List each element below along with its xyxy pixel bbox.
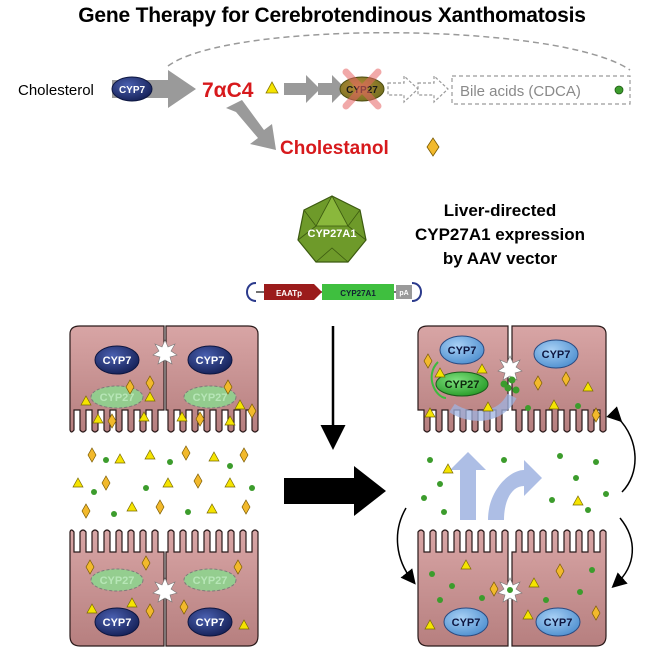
cyp27-label: CYP27 [100, 392, 135, 404]
right-panel-treated: CYP7 CYP27 CYP7 CYP7 CYP7 [396, 325, 636, 647]
cyp7-badge [187, 345, 233, 375]
cyp7-label: CYP7 [196, 617, 225, 629]
cyp7-label: CYP7 [542, 349, 571, 361]
cyp7-label: CYP7 [103, 617, 132, 629]
cyp27-badge [90, 568, 144, 592]
cross-icon [342, 68, 382, 110]
starburst-icon [152, 577, 178, 603]
cyp27-badge [435, 371, 489, 397]
blocked-arrow-2 [417, 74, 449, 104]
vector-desc-line3: by AAV vector [443, 249, 558, 268]
capsid-label: CYP27A1 [308, 228, 357, 240]
arrow-cyp7-step [112, 70, 196, 108]
right-molecules [421, 353, 609, 630]
hepatocyte [165, 325, 259, 433]
intermediate-label: 7αC4 [202, 79, 254, 102]
cyp7-badge [94, 345, 140, 375]
cyp7-label: CYP7 [452, 617, 481, 629]
arrow-to-cholestanol [226, 100, 276, 150]
transition-arrow [284, 466, 386, 516]
arrow-step-3 [318, 75, 346, 103]
hepatocyte [511, 529, 607, 647]
cyp7-badge [94, 607, 140, 637]
cyp7-badge-label: CYP7 [119, 85, 146, 96]
cyp27-label: CYP27 [193, 392, 228, 404]
promoter-label: EAATp [276, 289, 302, 298]
cyp27-label: CYP27 [100, 575, 135, 587]
cyp7-badge [439, 335, 485, 365]
triangle-icon [265, 81, 279, 94]
starburst-icon [152, 339, 178, 365]
diagram-title: Gene Therapy for Cerebrotendinous Xantho… [78, 4, 586, 27]
circulation-arrow [396, 507, 416, 585]
dot-icon [614, 85, 624, 95]
cyp7-label: CYP7 [196, 355, 225, 367]
capsid-icon [297, 195, 367, 263]
circulation-arrow [611, 517, 633, 589]
promoter-element [264, 284, 322, 300]
diamond-icon [426, 137, 440, 157]
conversion-arrow [430, 361, 447, 399]
cholesterol-label: Cholesterol [18, 82, 94, 99]
cyp7-badge [187, 607, 233, 637]
cyp7-label: CYP7 [448, 345, 477, 357]
bile-acids-label: Bile acids (CDCA) [460, 83, 581, 100]
cyp7-badge [535, 607, 581, 637]
cyp7-badge [443, 607, 489, 637]
hepatocyte [69, 325, 165, 433]
cyp27-badge [183, 568, 237, 592]
cyp7-enzyme-badge [111, 76, 153, 102]
arrow-step-2 [284, 75, 320, 103]
left-panel-untreated: CYP7 CYP7 CYP27 CYP27 CYP27 CYP27 CYP7 C… [69, 325, 259, 647]
transport-arrow [449, 393, 517, 421]
uptake-arrow [450, 452, 486, 520]
cyp7-badge [533, 339, 579, 369]
efflux-arrow [488, 460, 542, 520]
gene-element [322, 284, 394, 300]
cyp27-label: CYP27 [193, 575, 228, 587]
feedback-arc [167, 31, 631, 71]
left-molecules [72, 375, 257, 630]
gene-label: CYP27A1 [340, 289, 376, 298]
bile-acids-box [451, 75, 631, 105]
cholestanol-label: Cholestanol [280, 138, 389, 159]
starburst-icon [497, 355, 523, 381]
vector-desc-line1: Liver-directed [444, 201, 556, 220]
circulation-arrow [606, 406, 636, 493]
aav-vector: CYP27A1 Liver-directed CYP27A1 expressio… [246, 195, 585, 302]
polya-label: pA [399, 290, 408, 297]
cyp27-label: CYP27 [445, 379, 480, 391]
polya-element [396, 285, 412, 299]
cyp27-badge [183, 385, 237, 409]
cyp7-label: CYP7 [544, 617, 573, 629]
pathway: Cholesterol CYP7 7αC4 CYP27 Bile acids (… [18, 31, 631, 159]
blocked-arrow-1 [387, 74, 419, 104]
vector-desc-line2: CYP27A1 expression [415, 225, 585, 244]
cyp7-label: CYP7 [103, 355, 132, 367]
vector-construct: EAATp CYP27A1 pA [246, 282, 422, 302]
